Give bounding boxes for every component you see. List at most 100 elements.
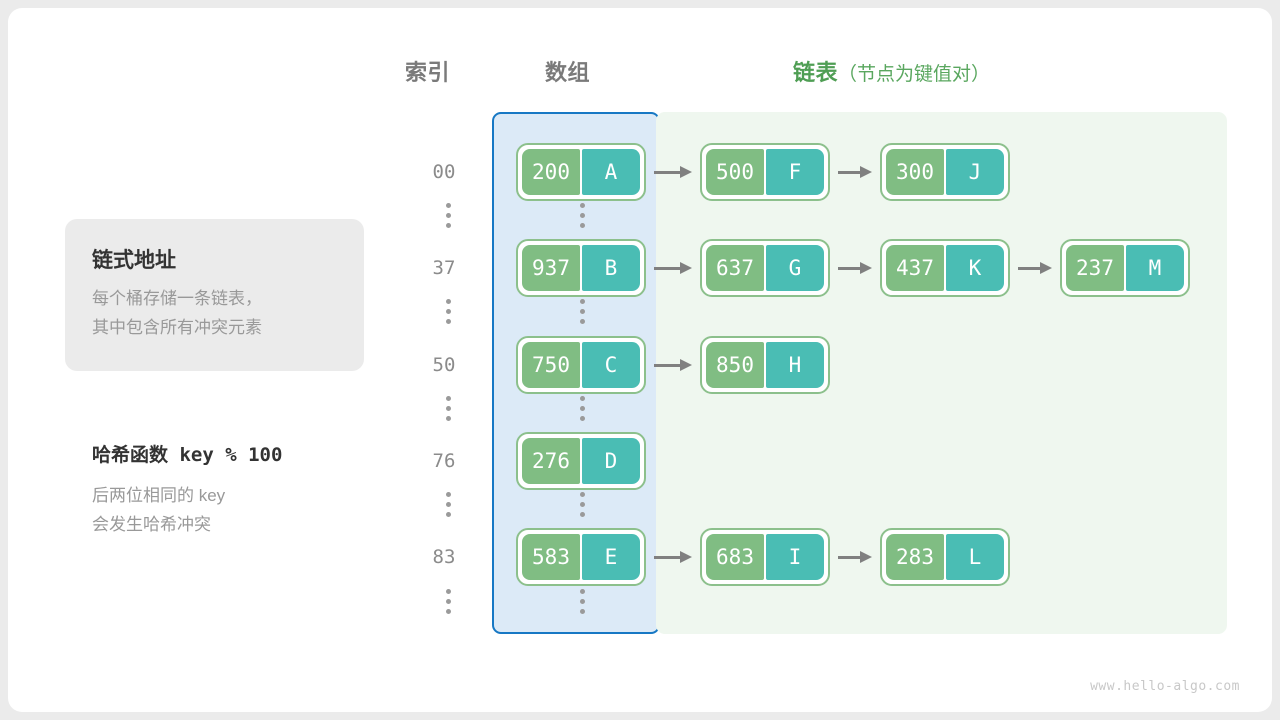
column-heading-array: 数组 <box>545 60 591 85</box>
node-key: 437 <box>886 245 944 291</box>
ellipsis-dot <box>445 502 451 507</box>
chain-arrow <box>654 551 692 563</box>
vertical-ellipsis-icon <box>442 589 454 614</box>
node-key: 300 <box>886 149 944 195</box>
node-value: C <box>582 342 640 388</box>
linked-list-heading-main: 链表 <box>793 60 839 85</box>
vertical-ellipsis-icon <box>576 299 588 324</box>
node-value: E <box>582 534 640 580</box>
arrow-head-icon <box>680 262 692 274</box>
linked-list-heading-sub: （节点为键值对） <box>838 64 991 85</box>
arrow-shaft <box>654 170 681 174</box>
node-key: 937 <box>522 245 580 291</box>
bucket-index-label: 37 <box>432 257 456 279</box>
node-value: K <box>946 245 1004 291</box>
watermark: www.hello-algo.com <box>1090 679 1240 694</box>
bucket-index-label: 00 <box>432 161 456 183</box>
ellipsis-dot <box>579 406 585 411</box>
info-card-line-2: 其中包含所有冲突元素 <box>92 318 262 337</box>
node-key: 200 <box>522 149 580 195</box>
node-value: F <box>766 149 824 195</box>
hash-function-title: 哈希函数 key % 100 <box>92 444 283 466</box>
chain-arrow <box>654 359 692 371</box>
ellipsis-dot <box>579 416 585 421</box>
arrow-head-icon <box>680 166 692 178</box>
bucket-index-label: 83 <box>432 546 456 568</box>
chain-arrow <box>838 262 872 274</box>
node-value: H <box>766 342 824 388</box>
node-key: 683 <box>706 534 764 580</box>
ellipsis-dot <box>445 223 451 228</box>
node-value: L <box>946 534 1004 580</box>
vertical-ellipsis-icon <box>576 396 588 421</box>
node-key: 283 <box>886 534 944 580</box>
hash-function-body: 后两位相同的 key 会发生哈希冲突 <box>92 481 282 539</box>
arrow-shaft <box>654 555 681 559</box>
hash-function-note: 哈希函数 key % 100 后两位相同的 key 会发生哈希冲突 <box>92 440 282 539</box>
ellipsis-dot <box>445 203 451 208</box>
ellipsis-dot <box>445 416 451 421</box>
ellipsis-dot <box>579 309 585 314</box>
node-value: J <box>946 149 1004 195</box>
hash-note-line-2: 会发生哈希冲突 <box>92 515 211 534</box>
chain-arrow <box>838 166 872 178</box>
column-heading-index: 索引 <box>405 60 451 85</box>
node-value: G <box>766 245 824 291</box>
ellipsis-dot <box>445 309 451 314</box>
vertical-ellipsis-icon <box>442 299 454 324</box>
node-value: I <box>766 534 824 580</box>
arrow-shaft <box>838 266 861 270</box>
ellipsis-dot <box>579 213 585 218</box>
ellipsis-dot <box>579 299 585 304</box>
arrow-shaft <box>1018 266 1041 270</box>
vertical-ellipsis-icon <box>576 203 588 228</box>
node-key: 850 <box>706 342 764 388</box>
ellipsis-dot <box>445 589 451 594</box>
node-key: 583 <box>522 534 580 580</box>
ellipsis-dot <box>579 492 585 497</box>
arrow-head-icon <box>860 166 872 178</box>
ellipsis-dot <box>579 223 585 228</box>
ellipsis-dot <box>445 609 451 614</box>
node-value: B <box>582 245 640 291</box>
node-key: 276 <box>522 438 580 484</box>
arrow-shaft <box>838 170 861 174</box>
ellipsis-dot <box>579 609 585 614</box>
column-heading-linked-list: 链表（节点为键值对） <box>793 55 990 87</box>
ellipsis-dot <box>579 203 585 208</box>
chain-arrow <box>838 551 872 563</box>
ellipsis-dot <box>445 396 451 401</box>
ellipsis-dot <box>445 213 451 218</box>
ellipsis-dot <box>579 502 585 507</box>
ellipsis-dot <box>579 512 585 517</box>
ellipsis-dot <box>579 589 585 594</box>
bucket-index-label: 76 <box>432 450 456 472</box>
ellipsis-dot <box>445 299 451 304</box>
arrow-shaft <box>654 266 681 270</box>
arrow-head-icon <box>860 262 872 274</box>
info-card-separate-chaining: 链式地址 每个桶存储一条链表， 其中包含所有冲突元素 <box>65 219 364 371</box>
arrow-head-icon <box>680 551 692 563</box>
ellipsis-dot <box>445 512 451 517</box>
ellipsis-dot <box>579 319 585 324</box>
bucket-index-label: 50 <box>432 354 456 376</box>
